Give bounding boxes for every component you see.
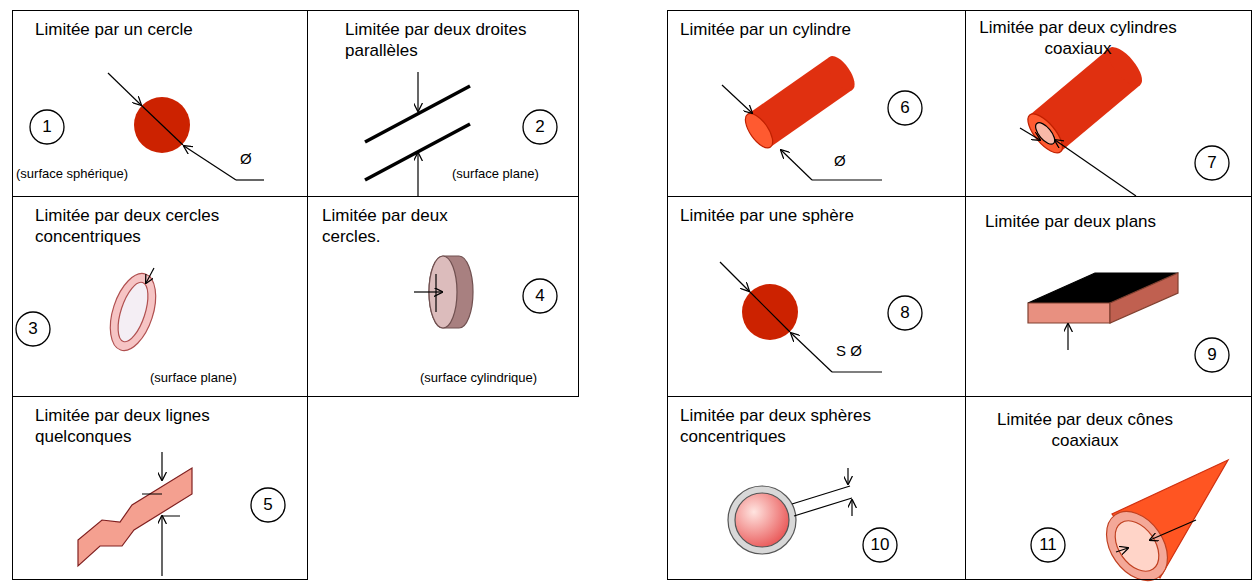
callout-text: 1 bbox=[29, 109, 65, 145]
callout-number: 4 bbox=[522, 278, 558, 314]
surface-note: (surface plane) bbox=[150, 370, 237, 386]
sphere-zone bbox=[134, 97, 190, 153]
callout-number: 10 bbox=[862, 527, 898, 563]
tolerance-cell: Limitée par deux cercles. (surface cylind… bbox=[307, 196, 579, 397]
zone-heading: Limitée par deux cônes coaxiaux bbox=[985, 410, 1185, 451]
surface-note: (surface plane) bbox=[452, 166, 539, 182]
callout-text: 11 bbox=[1030, 527, 1066, 563]
zone-heading: Limitée par un cylindre bbox=[680, 20, 940, 41]
zone-heading: Limitée par deux plans bbox=[985, 212, 1165, 233]
zone-heading: Limitée par deux cercles concentriques bbox=[35, 206, 235, 247]
zone-heading: Limitée par deux cercles. bbox=[322, 206, 492, 247]
callout-number: 7 bbox=[1194, 145, 1230, 181]
callout-number: 1 bbox=[29, 109, 65, 145]
surface-note: (surface cylindrique) bbox=[420, 370, 537, 386]
callout-number: 5 bbox=[250, 487, 286, 523]
callout-number: 3 bbox=[15, 311, 51, 347]
tolerance-cell: Limitée par deux droites parallèles (surf… bbox=[307, 10, 579, 197]
callout-number: 6 bbox=[887, 90, 923, 126]
callout-text: 7 bbox=[1194, 145, 1230, 181]
tolerance-cell: Limitée par deux plans 9 bbox=[965, 196, 1252, 397]
callout-text: 4 bbox=[522, 278, 558, 314]
zone-heading: Limitée par une sphère bbox=[680, 206, 940, 227]
zone-heading: Limitée par deux cylindres coaxiaux bbox=[978, 18, 1178, 59]
tolerance-cell: Limitée par deux cônes coaxiaux 11 bbox=[965, 396, 1252, 580]
callout-text: 3 bbox=[15, 311, 51, 347]
tolerance-cell: Limitée par deux lignes quelconques 5 bbox=[12, 396, 308, 580]
callout-text: 2 bbox=[522, 109, 558, 145]
tolerance-cell: Limitée par deux cercles concentriques (s… bbox=[12, 196, 308, 397]
callout-number: 8 bbox=[887, 295, 923, 331]
callout-number: 11 bbox=[1030, 527, 1066, 563]
zone-heading: Limitée par deux droites parallèles bbox=[345, 20, 530, 61]
surface-note: (surface sphérique) bbox=[16, 166, 128, 182]
dimension-symbol: Ø bbox=[832, 152, 848, 169]
zone-heading: Limitée par deux lignes quelconques bbox=[35, 406, 225, 447]
dimension-symbol: S Ø bbox=[834, 342, 864, 359]
callout-number: 2 bbox=[522, 109, 558, 145]
callout-text: 10 bbox=[862, 527, 898, 563]
zone-heading: Limitée par deux sphères concentriques bbox=[680, 406, 885, 447]
callout-text: 6 bbox=[887, 90, 923, 126]
callout-text: 9 bbox=[1194, 337, 1230, 373]
tolerance-cell: Limitée par deux cylindres coaxiaux 7 bbox=[965, 10, 1252, 197]
tolerance-cell: Limitée par deux sphères concentriques 10 bbox=[667, 396, 966, 580]
tolerance-cell: Limitée par un cylindre 6 bbox=[667, 10, 966, 197]
dimension-symbol: Ø bbox=[238, 150, 254, 167]
zone-heading: Limitée par un cercle bbox=[35, 20, 285, 41]
callout-text: 5 bbox=[250, 487, 286, 523]
tolerance-cell: Limitée par un cercle (surface sphérique)… bbox=[12, 10, 308, 197]
callout-text: 8 bbox=[887, 295, 923, 331]
callout-number: 9 bbox=[1194, 337, 1230, 373]
tolerance-cell: Limitée par une sphère 8 bbox=[667, 196, 966, 397]
